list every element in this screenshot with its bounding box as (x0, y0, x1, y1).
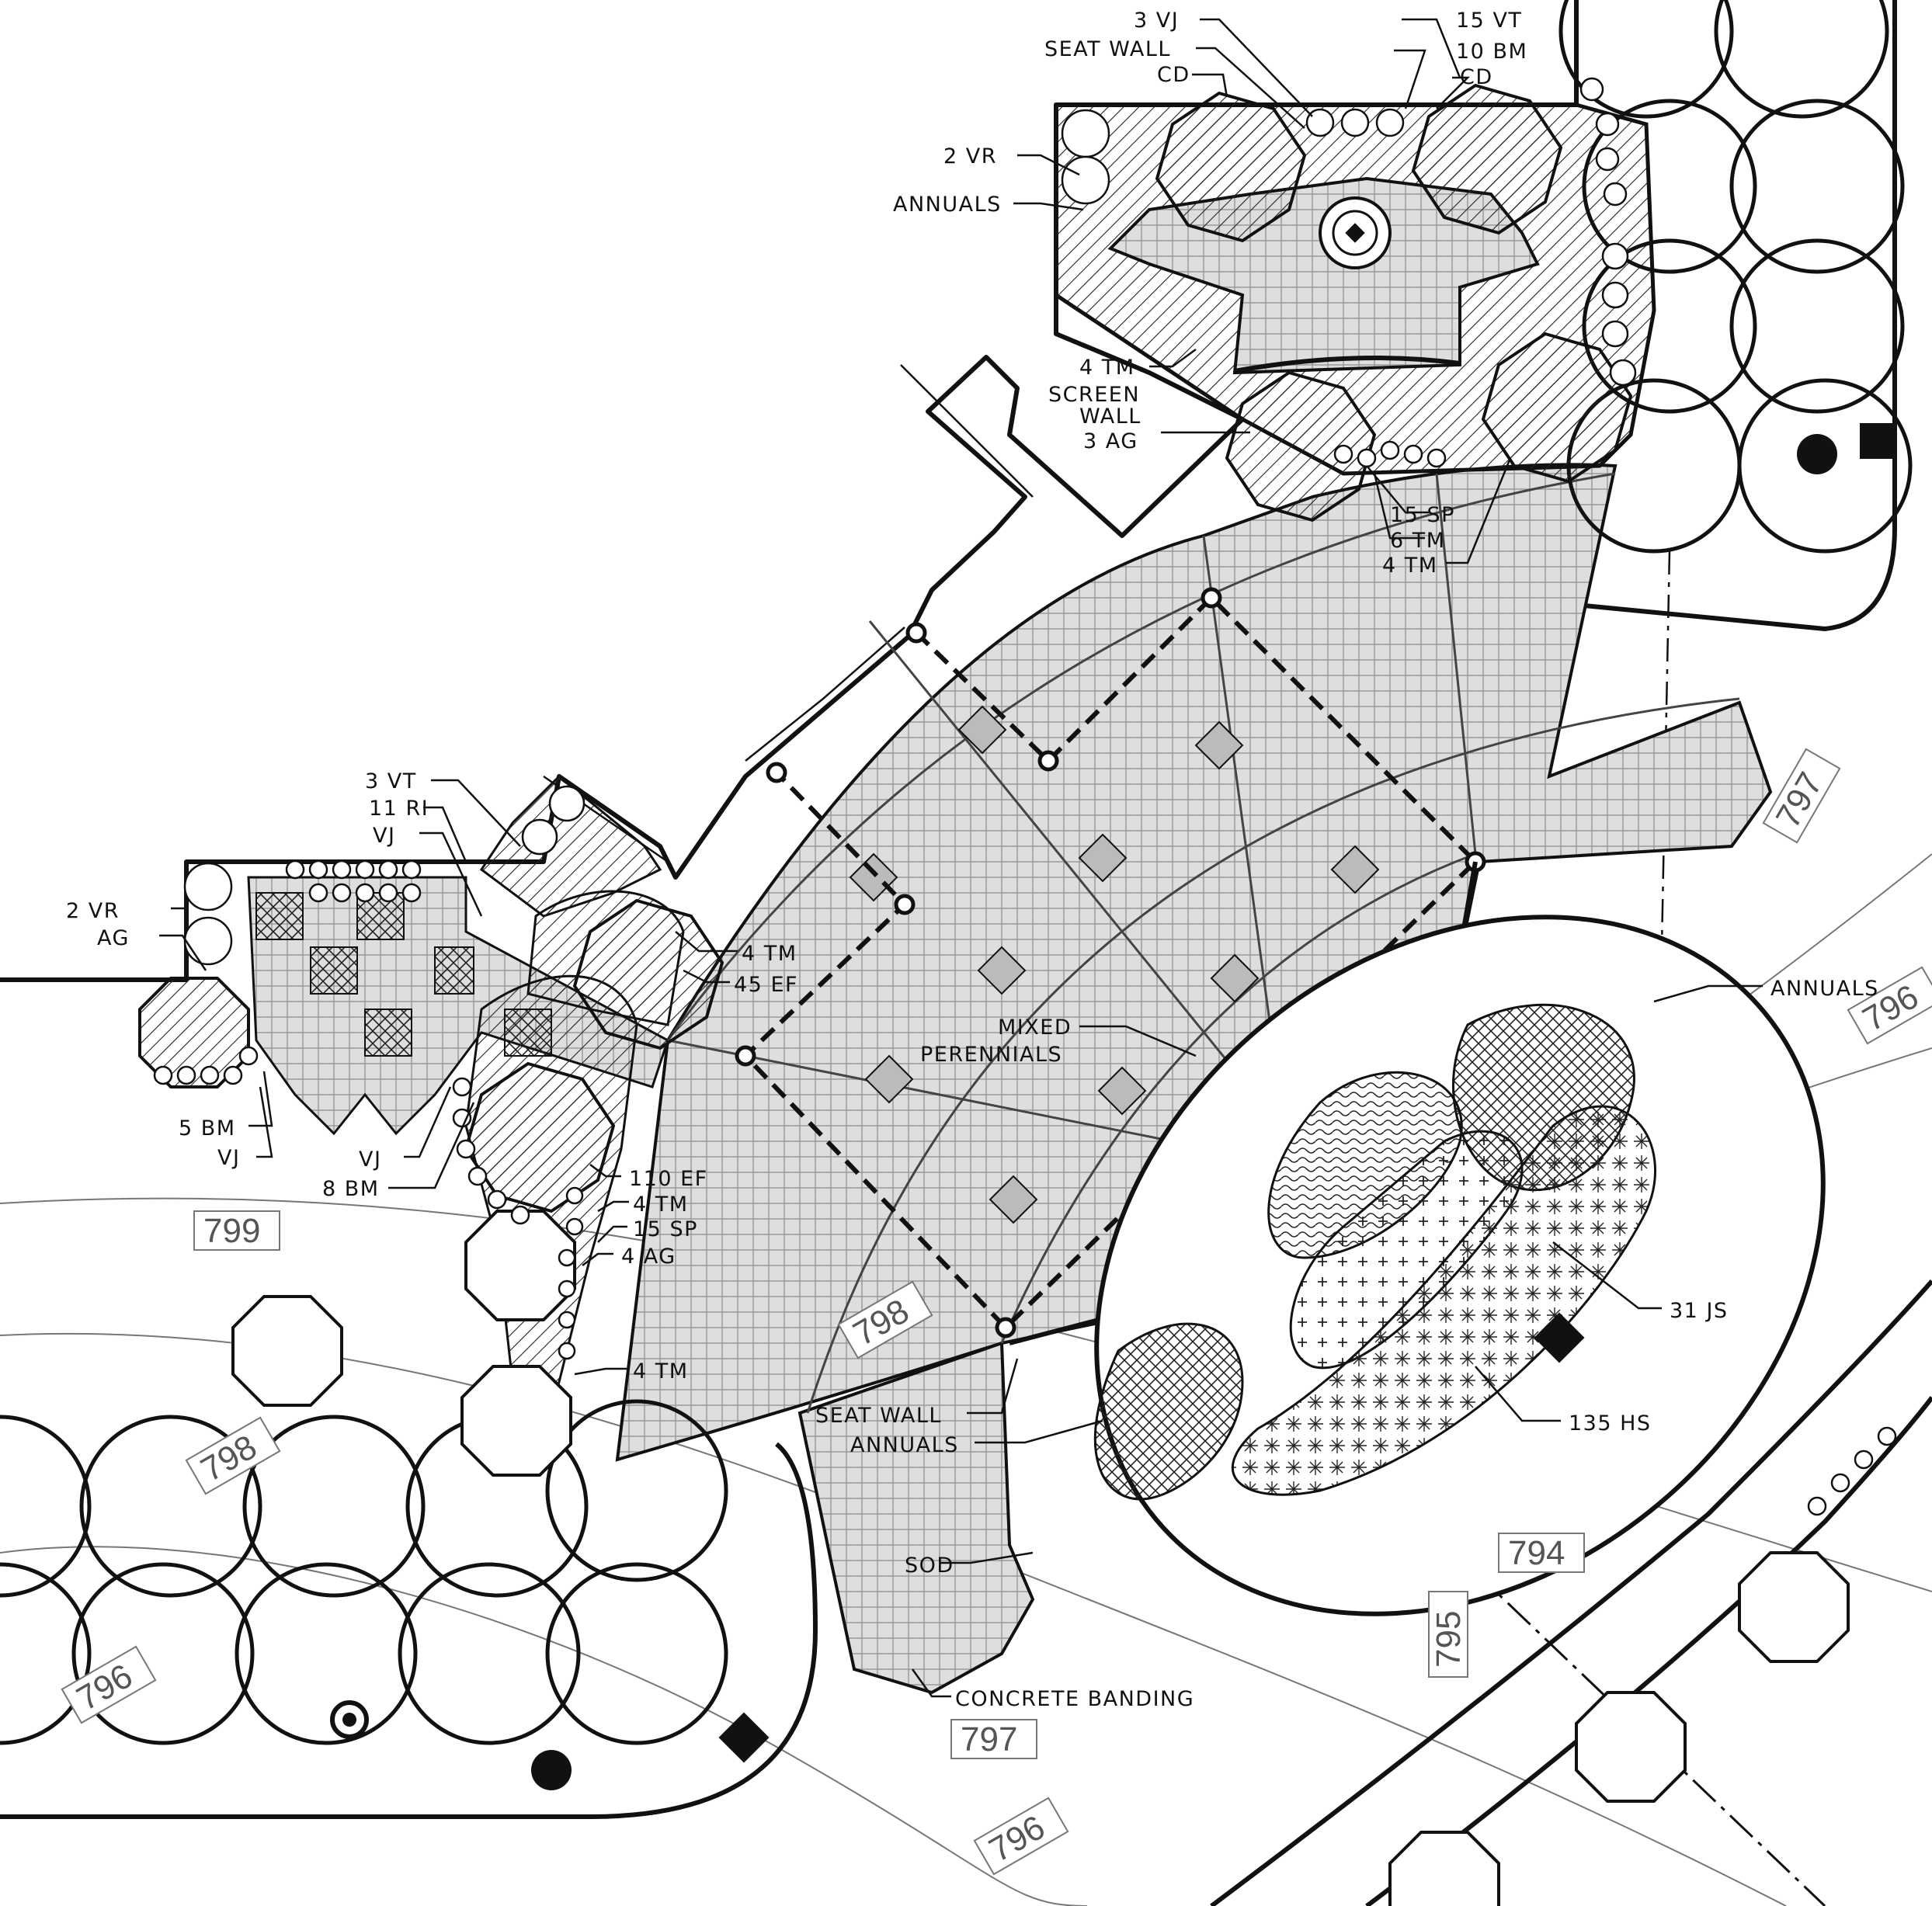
label-vj-c: VJ (359, 1147, 381, 1172)
label-135-hs: 135 HS (1569, 1411, 1652, 1436)
elevation-795: 795 (1430, 1611, 1468, 1668)
leader-lines (159, 18, 1763, 1698)
label-8-bm: 8 BM (322, 1177, 380, 1201)
lower-paving (797, 1341, 1035, 1695)
label-annuals-top: ANNUALS (893, 193, 1002, 217)
label-wall: WALL (1079, 404, 1141, 429)
shrubs (153, 77, 1897, 1516)
concrete-banding (666, 472, 1740, 1414)
label-perennials: PERENNIALS (920, 1043, 1062, 1067)
elevation-797-bottom: 797 (961, 1720, 1017, 1758)
elevation-799: 799 (203, 1212, 260, 1250)
label-4-tm-sw: 4 TM (633, 1193, 689, 1217)
label-45-ef: 45 EF (734, 973, 798, 997)
site-markers (330, 423, 1896, 1790)
label-15-vt: 15 VT (1456, 9, 1522, 33)
label-3-ag: 3 AG (1083, 429, 1138, 453)
label-110-ef: 110 EF (629, 1167, 708, 1191)
canopy-trees-right (1558, 0, 1913, 554)
label-15-sp-top: 15 SP (1390, 503, 1455, 527)
label-annuals-right: ANNUALS (1770, 977, 1879, 1001)
ornamental-trees (138, 83, 1850, 1906)
label-mixed: MIXED (998, 1015, 1072, 1040)
label-seat-wall-bottom: SEAT WALL (815, 1404, 942, 1428)
label-annuals-bottom: ANNUALS (850, 1433, 959, 1457)
label-ag: AG (97, 926, 130, 950)
label-5-bm: 5 BM (179, 1116, 236, 1140)
paving-diamonds (849, 705, 1380, 1224)
label-6-tm: 6 TM (1390, 529, 1446, 553)
label-cd-left: CD (1157, 63, 1190, 87)
label-2-vr-top: 2 VR (943, 144, 997, 168)
label-4-ag: 4 AG (621, 1245, 676, 1269)
label-4-tm-west: 4 TM (742, 942, 797, 966)
label-seat-wall-top: SEAT WALL (1044, 37, 1171, 61)
label-31-js: 31 JS (1670, 1299, 1729, 1323)
label-3-vt: 3 VT (365, 769, 417, 793)
label-concrete-banding: CONCRETE BANDING (955, 1687, 1194, 1711)
oval-lawn-bed (1093, 915, 1826, 1616)
label-3-vj: 3 VJ (1134, 9, 1179, 33)
plant-labels: 3 VJ 15 VT SEAT WALL 10 BM CD CD 2 VR AN… (66, 9, 1879, 1711)
label-11-ri: 11 RI (369, 797, 429, 821)
label-10-bm: 10 BM (1456, 40, 1527, 64)
label-2-vr-left: 2 VR (66, 899, 120, 923)
label-screen: SCREEN (1048, 383, 1140, 407)
label-4-tm-plaza: 4 TM (1382, 554, 1438, 578)
label-4-tm-south: 4 TM (633, 1359, 689, 1383)
label-vj-a: VJ (373, 824, 395, 848)
canopy-trees-bottom (0, 1399, 728, 1745)
label-cd-right: CD (1460, 65, 1493, 89)
west-walk-paving (247, 876, 669, 1136)
label-vj-b: VJ (217, 1146, 240, 1170)
label-4-tm-top: 4 TM (1079, 356, 1135, 380)
elevation-794: 794 (1508, 1534, 1565, 1572)
label-15-sp-sw: 15 SP (633, 1217, 698, 1241)
label-sod: SOD (905, 1554, 954, 1578)
